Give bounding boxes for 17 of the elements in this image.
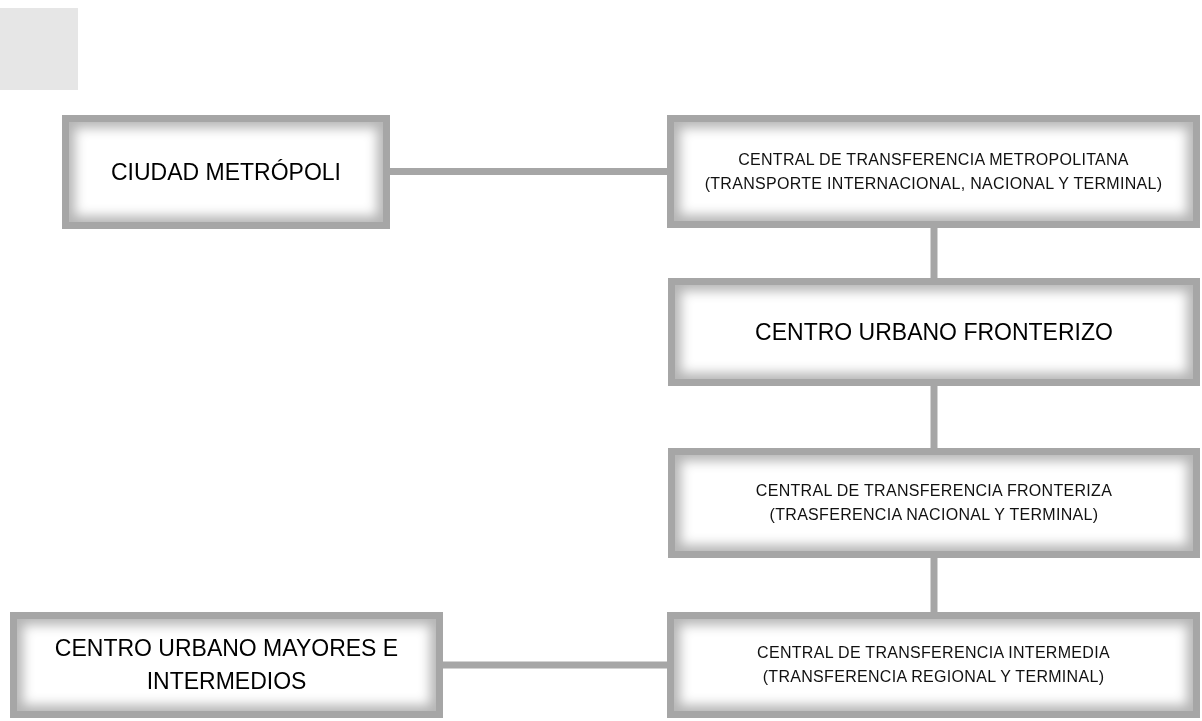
box-label: CENTRO URBANO FRONTERIZO: [755, 317, 1113, 347]
process-box: [667, 612, 1200, 718]
box-label: CENTRAL DE TRANSFERENCIA METROPOLITANA (TRANSPORTE INTERNACIONAL, NACIONAL Y TERMINAL): [703, 149, 1164, 194]
box-label: CENTRAL DE TRANSFERENCIA FRONTERIZA (TRASFERENCIA NACIONAL Y TERMINAL): [754, 481, 1114, 525]
box-label: CENTRO URBANO MAYORES E INTERMEDIOS: [53, 634, 400, 696]
connector-line: [930, 228, 938, 278]
process-box: [667, 115, 1200, 228]
process-box: [62, 115, 390, 229]
process-box: [668, 448, 1200, 558]
connector-line: [443, 661, 667, 669]
process-box: [668, 278, 1200, 386]
process-box: [10, 612, 443, 718]
connector-line: [390, 168, 667, 175]
box-label: CENTRAL DE TRANSFERENCIA INTERMEDIA (TRANSFERENCIA REGIONAL Y TERMINAL): [756, 643, 1111, 687]
box-label: CIUDAD METRÓPOLI: [111, 157, 341, 187]
connector-line: [930, 386, 938, 448]
connector-line: [930, 558, 938, 612]
